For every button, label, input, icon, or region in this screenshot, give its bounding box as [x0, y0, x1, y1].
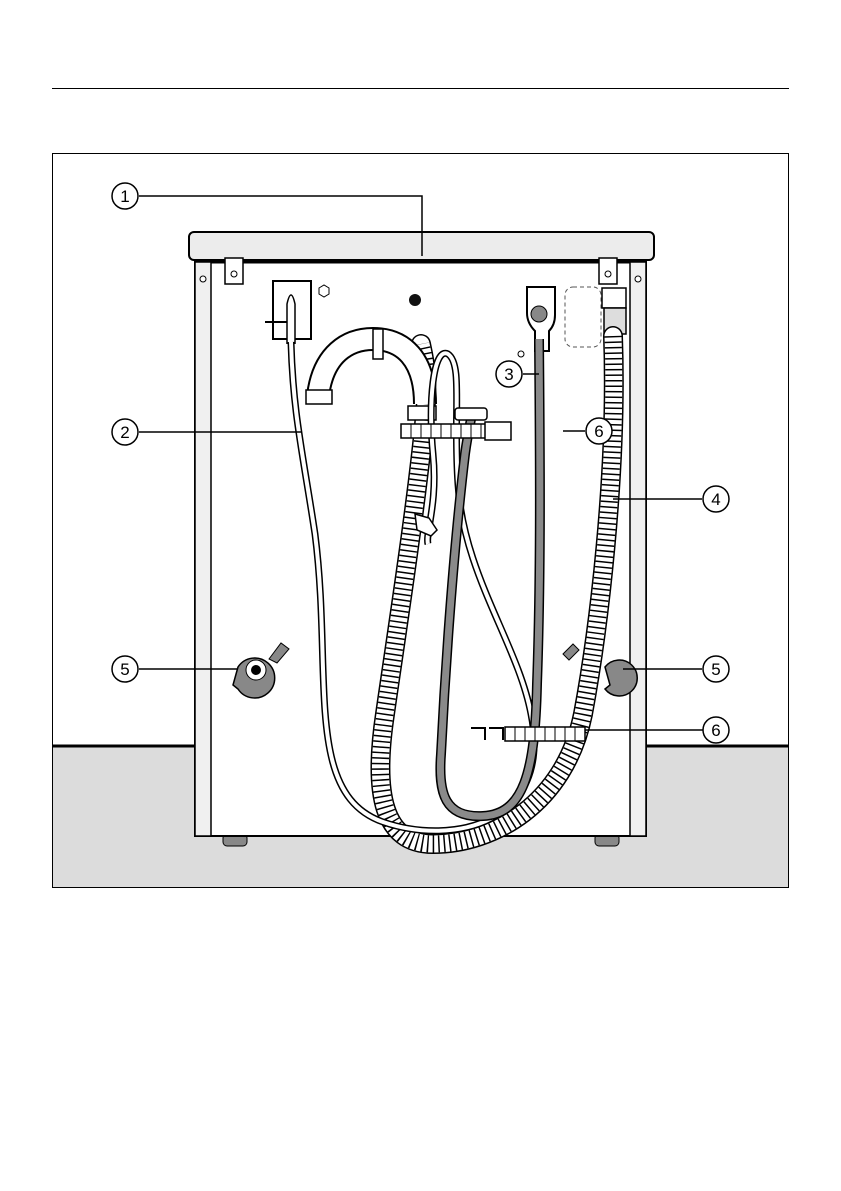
svg-text:4: 4 — [711, 490, 720, 509]
svg-text:1: 1 — [120, 187, 129, 206]
callout-5-left: 5 — [112, 656, 138, 682]
side-panel-right — [630, 262, 646, 836]
transit-bolt-right — [605, 660, 637, 696]
svg-text:6: 6 — [711, 721, 720, 740]
diagram-svg: 1 2 3 4 5 5 6 6 — [53, 154, 788, 887]
vent-hole — [409, 294, 421, 306]
appliance-rear-diagram: 1 2 3 4 5 5 6 6 — [52, 153, 789, 888]
header-rule — [52, 88, 789, 89]
svg-text:2: 2 — [120, 423, 129, 442]
nut-icon — [319, 285, 329, 297]
svg-text:3: 3 — [504, 365, 513, 384]
callout-3: 3 — [496, 361, 522, 387]
inlet-hose-connector — [602, 288, 626, 308]
callout-2: 2 — [112, 419, 138, 445]
hose-clamp-upper — [401, 424, 489, 438]
svg-text:6: 6 — [594, 422, 603, 441]
screw-icon — [200, 276, 206, 282]
callout-1: 1 — [112, 183, 138, 209]
side-panel-left — [195, 262, 211, 836]
svg-text:5: 5 — [120, 660, 129, 679]
callout-6-lower: 6 — [703, 717, 729, 743]
callout-4: 4 — [703, 486, 729, 512]
callout-6-upper: 6 — [586, 418, 612, 444]
screw-icon — [635, 276, 641, 282]
callout-5-right: 5 — [703, 656, 729, 682]
svg-text:5: 5 — [711, 660, 720, 679]
